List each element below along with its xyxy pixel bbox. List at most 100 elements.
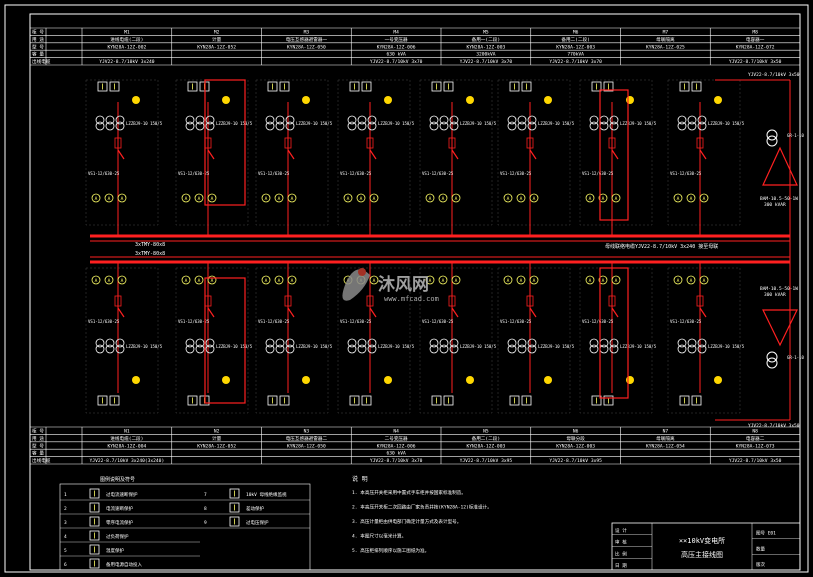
drawing-name: 高压主接线图	[681, 550, 723, 559]
current-transformer-icon-2	[589, 121, 599, 131]
bottom-table-cell-cable: YJV22-8.7/10kV 3x50	[729, 458, 782, 464]
legend-no: 3	[64, 520, 67, 526]
current-transformer-icon	[195, 115, 205, 125]
top-table-cell-capacity: 630 kVA	[386, 52, 406, 58]
current-transformer-icon-2	[265, 344, 275, 354]
indicator-lamp-icon	[544, 376, 552, 384]
panel-frame	[497, 79, 571, 226]
ammeter-label: A	[602, 196, 605, 202]
panel-frame	[255, 267, 329, 414]
panel-frame	[85, 79, 159, 226]
top-table-cell-no: M4	[393, 30, 399, 36]
bottom-table-cell-cable: YJV22-8.7/10kV 3x240(3x240)	[90, 458, 165, 464]
ammeter-label: A	[615, 278, 618, 284]
legend-text: 过负荷保护	[106, 533, 129, 540]
bottom-table-cell-model: KYN28A-12Z-004	[108, 443, 147, 449]
ammeter-label: A	[373, 278, 376, 284]
fuse-icon	[526, 295, 534, 307]
ammeter-icon	[438, 275, 448, 285]
legend-no: 5	[64, 548, 67, 554]
current-transformer-icon	[609, 115, 619, 125]
current-transformer-icon	[185, 115, 195, 125]
top-table-cell-capacity: 770kVA	[567, 52, 584, 58]
breaker-contact	[287, 149, 295, 160]
current-transformer-icon	[687, 338, 697, 348]
current-transformer-icon-2	[347, 344, 357, 354]
watermark-name: 沐风网	[378, 275, 429, 295]
top-table-cell-model: KYN28A-12Z-050	[287, 44, 326, 50]
bottom-table-cell-use: 母联分段	[566, 435, 585, 442]
protection-icon	[679, 395, 690, 406]
capacitor-delta-upper	[762, 146, 798, 186]
current-transformer-icon	[105, 338, 115, 348]
current-transformer-icon	[439, 338, 449, 348]
bottom-table-cell-cable: YJV22-8.7/10kV 3x70	[370, 458, 423, 464]
ammeter-label: A	[589, 278, 592, 284]
protection-icon	[361, 395, 372, 406]
breaker-contact	[451, 149, 459, 160]
ct-label: LZZBJ9-10 150/5	[460, 344, 497, 349]
ammeter-icon	[261, 193, 271, 203]
indicator-lamp-icon	[384, 96, 392, 104]
top-table-cell-model: KYN28A-12Z-003	[556, 44, 595, 50]
ammeter-icon	[274, 193, 284, 203]
ammeter-label: A	[677, 278, 680, 284]
current-transformer-icon-2	[195, 344, 205, 354]
top-table-row-label: 型 号	[32, 43, 44, 50]
top-table-row-label: 出线电缆	[32, 58, 51, 65]
current-transformer-icon-2	[517, 344, 527, 354]
ammeter-label: A	[291, 278, 294, 284]
current-transformer-icon-2	[677, 121, 687, 131]
note-line: 4. 本图尺寸以毫米计算。	[352, 533, 406, 540]
protection-icon	[361, 81, 372, 92]
top-table-cell-no: M5	[483, 30, 489, 36]
ammeter-label: A	[677, 196, 680, 202]
indicator-lamp-icon	[302, 376, 310, 384]
current-transformer-icon	[697, 115, 707, 125]
capacitor-delta-lower	[762, 309, 798, 347]
ammeter-icon	[686, 275, 696, 285]
bottom-table-row-label: 型 号	[32, 442, 44, 449]
current-transformer-icon	[589, 115, 599, 125]
protection-icon	[267, 81, 278, 92]
current-transformer-icon-2	[265, 121, 275, 131]
ammeter-icon	[438, 193, 448, 203]
breaker-contact	[451, 307, 459, 318]
bottom-table-row-label: 出线电缆	[32, 457, 51, 464]
design-notes: 说 明1. 本高压开关柜采用中置式手车柜并按国家标准制造。2. 本高压开关柜二次…	[352, 475, 492, 554]
bottom-table-cell-no: N6	[573, 429, 579, 435]
ammeter-label: A	[429, 278, 432, 284]
reactor-icon-lower	[766, 351, 778, 363]
top-table-cell-no: M8	[752, 30, 758, 36]
bottom-table-cell-model: KYN28A-12Z-003	[467, 443, 506, 449]
current-transformer-icon-2	[697, 344, 707, 354]
watermark-url: www.mfcad.com	[384, 295, 439, 303]
ammeter-icon	[369, 275, 379, 285]
current-transformer-icon-2	[105, 121, 115, 131]
bottom-table-cell-model: KYN28A-12Z-003	[556, 443, 595, 449]
protection-icon	[431, 395, 442, 406]
title-block-label: 日 期	[615, 563, 627, 569]
current-transformer-icon	[195, 338, 205, 348]
fuse-icon	[608, 137, 616, 149]
ammeter-icon	[686, 193, 696, 203]
panel-frame	[337, 267, 411, 414]
protection-icon	[521, 81, 532, 92]
ammeter-icon	[425, 193, 435, 203]
indicator-lamp-icon	[626, 376, 634, 384]
ammeter-icon	[611, 193, 621, 203]
ammeter-icon	[503, 275, 513, 285]
ammeter-icon	[425, 275, 435, 285]
breaker-label: VS1-12/630-25	[582, 319, 614, 324]
ammeter-label: A	[703, 196, 706, 202]
ammeter-icon	[207, 275, 217, 285]
ammeter-icon	[117, 275, 127, 285]
top-table-cell-use: 电容器一	[746, 36, 765, 43]
protection-icon	[509, 395, 520, 406]
indicator-lamp-icon	[132, 96, 140, 104]
top-table-cell-no: M3	[304, 30, 310, 36]
ammeter-label: A	[121, 278, 124, 284]
top-table-cell-cable: YJV22-8.7/10kV 3x240	[99, 59, 155, 65]
current-transformer-icon	[527, 115, 537, 125]
bottom-table-cell-model: KYN28A-12Z-052	[197, 443, 236, 449]
